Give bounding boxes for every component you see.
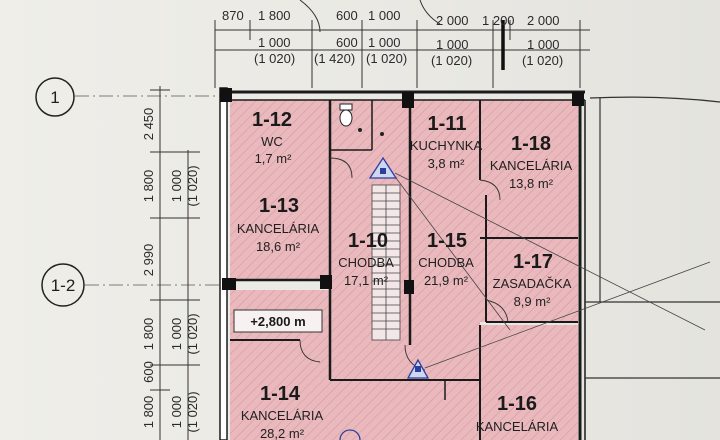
axis-label-1: 1 — [50, 88, 59, 107]
room-name-1-15: CHODBA — [418, 255, 474, 270]
left-dim-6: 1 800 — [141, 396, 156, 429]
staircase — [371, 184, 401, 341]
top-dimension-chain — [214, 20, 590, 88]
upper-arc-right — [419, 0, 441, 25]
left-dimension-chain — [150, 86, 200, 440]
room-area-1-14: 28,2 m² — [260, 426, 305, 440]
room-name-1-17: ZASADAČKA — [493, 276, 572, 291]
room-area-1-11: 3,8 m² — [428, 156, 466, 171]
room-area-1-17: 8,9 m² — [514, 294, 552, 309]
axis-label-1-2: 1-2 — [51, 276, 76, 295]
left-dim-2: 1 800 — [141, 170, 156, 203]
top-dim-1: 870 — [222, 8, 244, 23]
axis-bubble-1-2 — [41, 263, 85, 307]
top-dim-r2-1: 1 000 — [258, 35, 291, 50]
left-dim-3: 2 990 — [141, 244, 156, 277]
level-mark: +2,800 m — [250, 314, 305, 329]
level-mark-box — [233, 309, 323, 333]
outside-wall-right — [585, 96, 720, 379]
top-dim-r3-2: (1 420) — [314, 51, 355, 66]
room-number-1-13: 1-13 — [259, 195, 299, 217]
room-number-1-10: 1-10 — [348, 230, 388, 252]
top-dim-r2-2: 600 — [336, 35, 358, 50]
room-number-1-18: 1-18 — [511, 133, 551, 155]
room-number-1-17: 1-17 — [513, 251, 553, 273]
left-dim-4: 1 800 — [141, 318, 156, 351]
top-dim-r2-5: 1 000 — [527, 37, 560, 52]
room-number-1-14: 1-14 — [260, 383, 301, 405]
structural-columns — [220, 88, 584, 294]
top-dim-7: 2 000 — [527, 13, 560, 28]
left-dim-inner-2: (1 020) — [185, 165, 200, 206]
room-name-1-10: CHODBA — [338, 255, 394, 270]
top-dim-r3-1: (1 020) — [254, 51, 295, 66]
top-dim-3: 600 — [336, 8, 358, 23]
axis-lines — [75, 95, 220, 286]
axis-bubble-1 — [35, 77, 75, 117]
room-name-1-13: KANCELÁRIA — [237, 221, 320, 236]
fire-sensor-icon — [339, 156, 430, 440]
wiring-lines — [394, 172, 711, 369]
room-name-1-14: KANCELÁRIA — [241, 408, 324, 423]
room-area-1-15: 21,9 m² — [424, 273, 469, 288]
room-number-1-11: 1-11 — [428, 113, 467, 135]
top-dim-r3-4: (1 020) — [431, 53, 472, 68]
room-name-1-11: KUCHYNKA — [410, 138, 483, 153]
room-name-1-18: KANCELÁRIA — [490, 158, 573, 173]
room-name-1-12: WC — [261, 134, 283, 149]
top-dim-6: 1 200 — [482, 13, 515, 28]
room-number-1-15: 1-15 — [427, 230, 467, 252]
room-fills — [230, 100, 578, 440]
room-area-1-18: 13,8 m² — [509, 176, 554, 191]
left-dim-inner-3: 1 000 — [169, 318, 184, 351]
left-dim-inner-6: (1 020) — [185, 391, 200, 432]
room-name-1-16: KANCELÁRIA — [476, 419, 559, 434]
top-dim-r3-3: (1 020) — [366, 51, 407, 66]
left-dim-5: 600 — [141, 361, 156, 383]
top-dim-2: 1 800 — [258, 8, 291, 23]
top-dim-5: 2 000 — [436, 13, 469, 28]
top-dim-r2-4: 1 000 — [436, 37, 469, 52]
top-dim-4: 1 000 — [368, 8, 401, 23]
top-dim-r3-5: (1 020) — [522, 53, 563, 68]
room-area-1-12: 1,7 m² — [255, 151, 293, 166]
room-area-1-10: 17,1 m² — [344, 273, 389, 288]
upper-arc-left — [299, 0, 321, 33]
toilet-icon — [339, 103, 384, 136]
left-dim-1: 2 450 — [141, 108, 156, 141]
room-number-1-16: 1-16 — [497, 393, 537, 415]
top-dim-r2-3: 1 000 — [368, 35, 401, 50]
left-dim-inner-5: 1 000 — [169, 396, 184, 429]
left-dim-inner-1: 1 000 — [169, 170, 184, 203]
room-area-1-13: 18,6 m² — [256, 239, 301, 254]
room-number-1-12: 1-12 — [252, 109, 292, 131]
left-dim-inner-4: (1 020) — [185, 313, 200, 354]
